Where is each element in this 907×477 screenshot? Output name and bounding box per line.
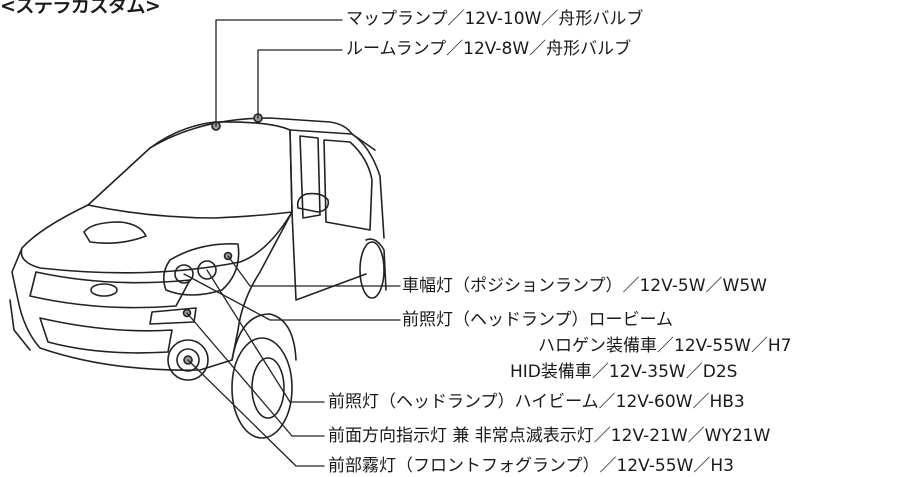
leader-room-lamp <box>257 49 343 119</box>
lower-grille <box>39 317 173 354</box>
hood-scoop <box>83 221 147 244</box>
leader-headlamp-low <box>183 273 401 321</box>
leader-turn-signal <box>186 312 325 437</box>
label-headlamp-low-hid: HID装備車／12V-35W／D2S <box>510 362 738 382</box>
rear-wheel <box>359 241 385 299</box>
car-roof <box>149 117 376 151</box>
label-headlamp-low-halogen: ハロゲン装備車／12V-55W／H7 <box>538 336 792 356</box>
label-fog-lamp: 前部霧灯（フロントフォグランプ）／12V-55W／H3 <box>328 456 734 476</box>
front-fascia <box>11 211 293 371</box>
leader-map-lamp <box>215 19 343 127</box>
side-window-rear <box>323 139 373 231</box>
headlamp-low-bulb <box>174 264 194 284</box>
front-wheel <box>231 337 293 439</box>
side-mirror <box>296 192 330 213</box>
label-headlamp-high: 前照灯（ヘッドランプ）ハイビーム／12V-60W／HB3 <box>328 392 745 412</box>
grille <box>29 271 191 309</box>
front-wheel-arch <box>231 313 297 361</box>
rear-wheel-arch <box>365 238 387 291</box>
label-map-lamp: マップランプ／12V-10W／舟形バルブ <box>346 9 644 29</box>
diagram-header: <ステラカスタム> <box>0 0 161 17</box>
label-room-lamp: ルームランプ／12V-8W／舟形バルブ <box>346 39 632 59</box>
hood <box>20 204 293 274</box>
leader-headlamp-high <box>206 269 325 403</box>
headlamp-high-bulb <box>197 260 217 280</box>
side-window-front <box>299 135 321 219</box>
label-position-lamp: 車幅灯（ポジションランプ）／12V-5W／W5W <box>402 276 767 296</box>
leader-position-lamp <box>227 255 401 287</box>
headlamp-housing <box>162 243 240 296</box>
windshield <box>87 121 293 219</box>
fog-lamp-housing <box>167 339 209 381</box>
label-turn-signal: 前面方向指示灯 兼 非常点滅表示灯／12V-21W／WY21W <box>328 426 771 446</box>
label-headlamp-low: 前照灯（ヘッドランプ）ロービーム <box>402 310 673 330</box>
leader-fog-lamp <box>187 359 325 467</box>
emblem <box>90 283 118 297</box>
